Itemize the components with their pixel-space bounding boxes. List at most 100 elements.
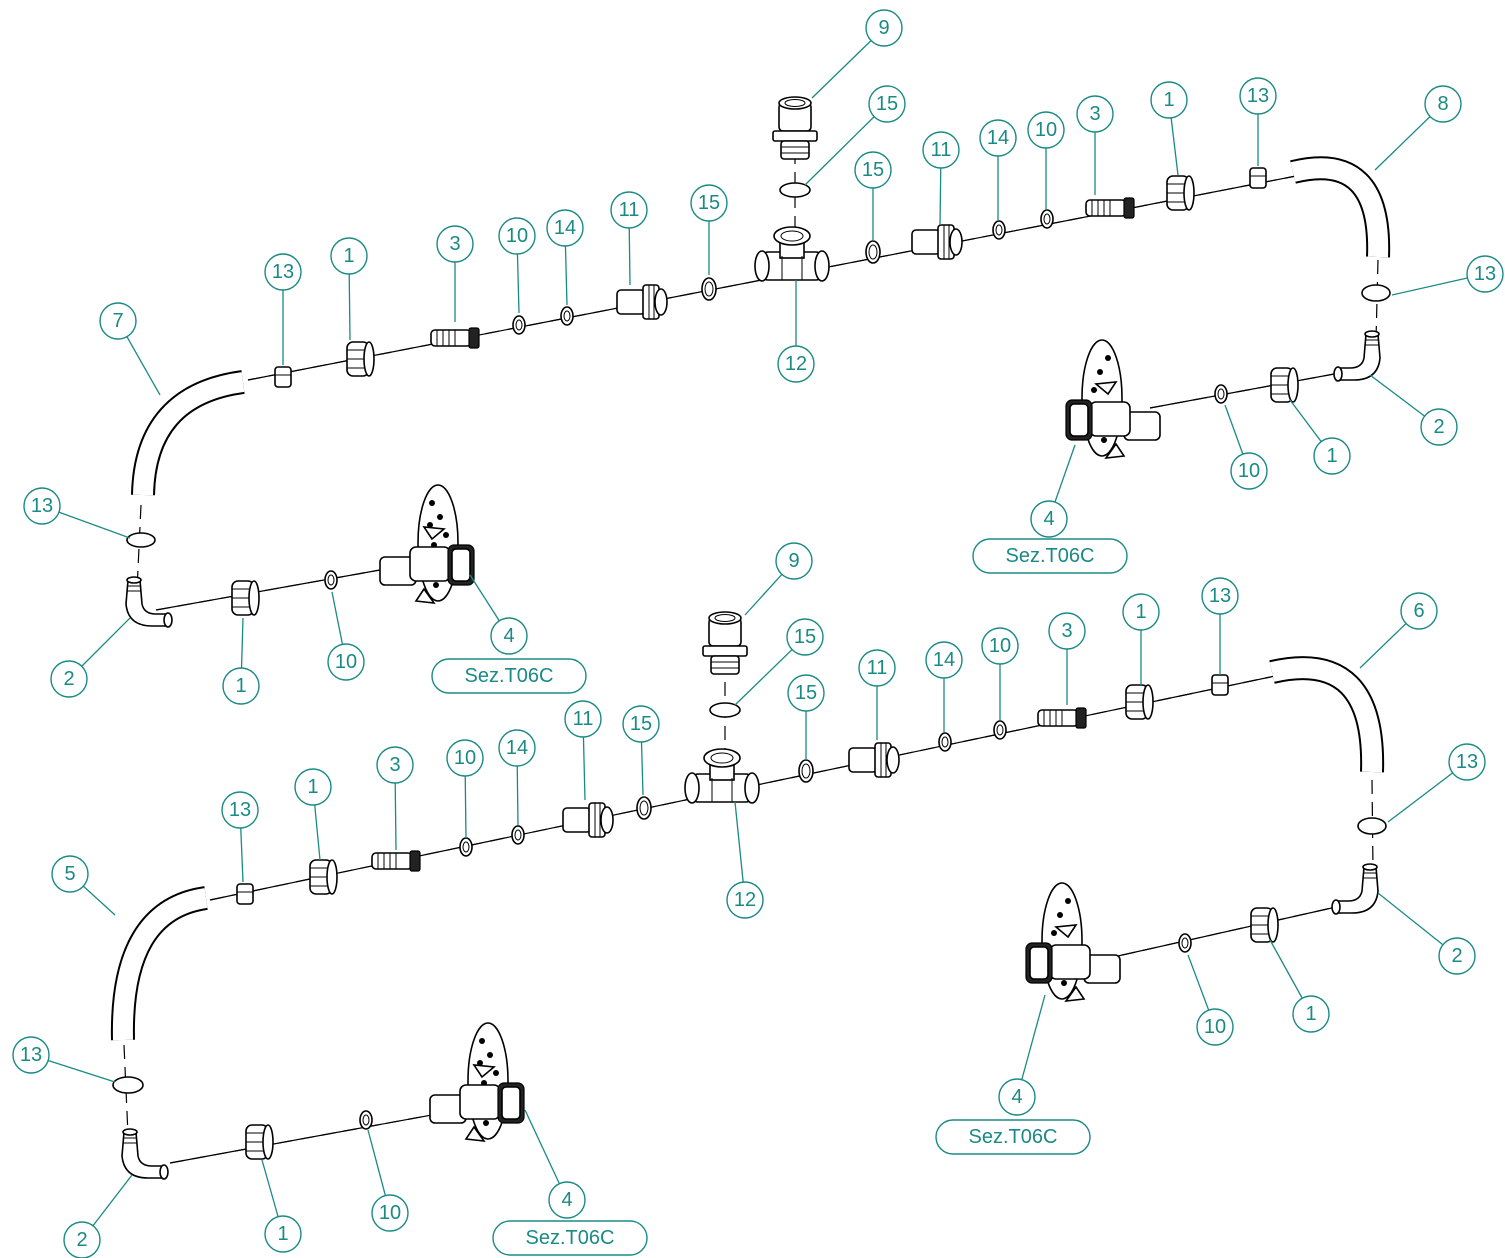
callout-6: 6 [1359,592,1438,669]
nut-1b [1166,175,1195,211]
nut-1-left [231,580,260,616]
callout-bubble [1420,408,1458,446]
callout-2: 2 [50,617,131,698]
callout-number: 13 [229,799,251,821]
callout-bubble [690,184,728,222]
callout-bubble [221,791,259,829]
union-11c [848,742,900,778]
callout-bubble [868,85,906,123]
clamp-13c [1211,674,1229,696]
callout-13: 13 [23,487,131,539]
callout-bubble [1201,577,1239,615]
callout-bubble [610,191,648,229]
callout-bubble [264,253,302,291]
callout-number: 10 [1238,460,1260,482]
section-ref-pill: Sez.T06C [972,538,1128,574]
callout-number: 2 [1451,945,1462,967]
section-ref-text: Sez.T06C [1006,545,1095,567]
callout-bubble [775,542,813,580]
gasket-15-top-b [709,702,741,718]
callout-number: 1 [1305,1003,1316,1025]
callout-7: 7 [99,302,161,396]
callout-number: 9 [788,550,799,572]
section-ref-frame [431,658,587,694]
callout-11: 11 [610,191,648,286]
callout-number: 10 [1035,119,1057,141]
callout-bubble [490,617,528,655]
callout-bubble [1076,95,1114,133]
union-11b [911,224,963,260]
callout-1: 1 [1269,939,1330,1033]
gasket-15b [865,240,881,264]
callout-number: 12 [785,353,807,375]
callout-bubble [1196,1008,1234,1046]
callout-number: 2 [1433,416,1444,438]
callout-2: 2 [1377,892,1476,975]
callout-4: 4 [998,994,1046,1116]
union-11-b [562,802,614,838]
callout-number: 11 [573,708,594,730]
callout-number: 15 [698,192,720,214]
callout-number: 15 [630,713,652,735]
section-ref-frame [972,538,1128,574]
callout-number: 2 [63,668,74,690]
callout-number: 4 [1043,508,1054,530]
callout-11: 11 [922,131,960,226]
callout-number: 12 [734,889,756,911]
callout-number: 6 [1413,600,1424,622]
callout-10: 10 [446,739,484,839]
callout-number: 10 [454,747,476,769]
callout-number: 11 [619,199,640,221]
union-11 [616,284,668,320]
callout-number: 13 [1209,585,1231,607]
nut-1c [1125,684,1154,720]
callout-11: 11 [858,649,896,740]
callout-3: 3 [1048,612,1086,705]
elbow-2-b [121,1128,169,1180]
callout-bubble [925,641,963,679]
callout-bubble [63,1221,101,1258]
gasket-10-left [324,570,338,590]
callout-13: 13 [1387,743,1486,823]
gasket-10-b-right [1178,933,1192,953]
callout-number: 1 [307,776,318,798]
callout-1: 1 [261,1159,302,1253]
callout-3: 3 [376,746,414,851]
callout-10: 10 [327,591,365,681]
gasket-15c [798,759,814,783]
callout-10: 10 [1224,404,1268,490]
callout-4: 4 [1030,444,1076,538]
tee-12-b [684,748,760,804]
callout-13: 13 [1201,577,1239,675]
callout-bubble [726,881,764,919]
callout-15: 15 [787,674,825,760]
callout-bubble [622,705,660,743]
nut-1-b-right [1250,907,1279,943]
callout-number: 10 [379,1202,401,1224]
callout-number: 13 [272,261,294,283]
clamp-13-left [126,532,156,548]
callout-bubble [1292,995,1330,1033]
oring-14c [938,732,952,752]
callout-number: 14 [987,127,1009,149]
callout-number: 4 [503,625,514,647]
callout-bubble [1448,743,1486,781]
clamp-13-right [1361,284,1391,302]
gasket-10b [1040,209,1054,229]
callout-1: 1 [1150,81,1188,176]
callout-bubble [1230,452,1268,490]
callout-bubble [786,618,824,656]
callout-12: 12 [777,280,815,383]
callout-bubble [436,225,474,263]
callout-2: 2 [63,1174,133,1258]
callout-number: 13 [20,1044,42,1066]
callout-bubble [979,119,1017,157]
callout-number: 7 [112,310,123,332]
callout-bubble [865,9,903,47]
callout-bubble [1150,81,1188,119]
callout-bubble [1466,255,1504,293]
callout-15: 15 [804,85,906,186]
assembly-top [125,96,1391,628]
gasket-10-b-left [359,1110,373,1130]
